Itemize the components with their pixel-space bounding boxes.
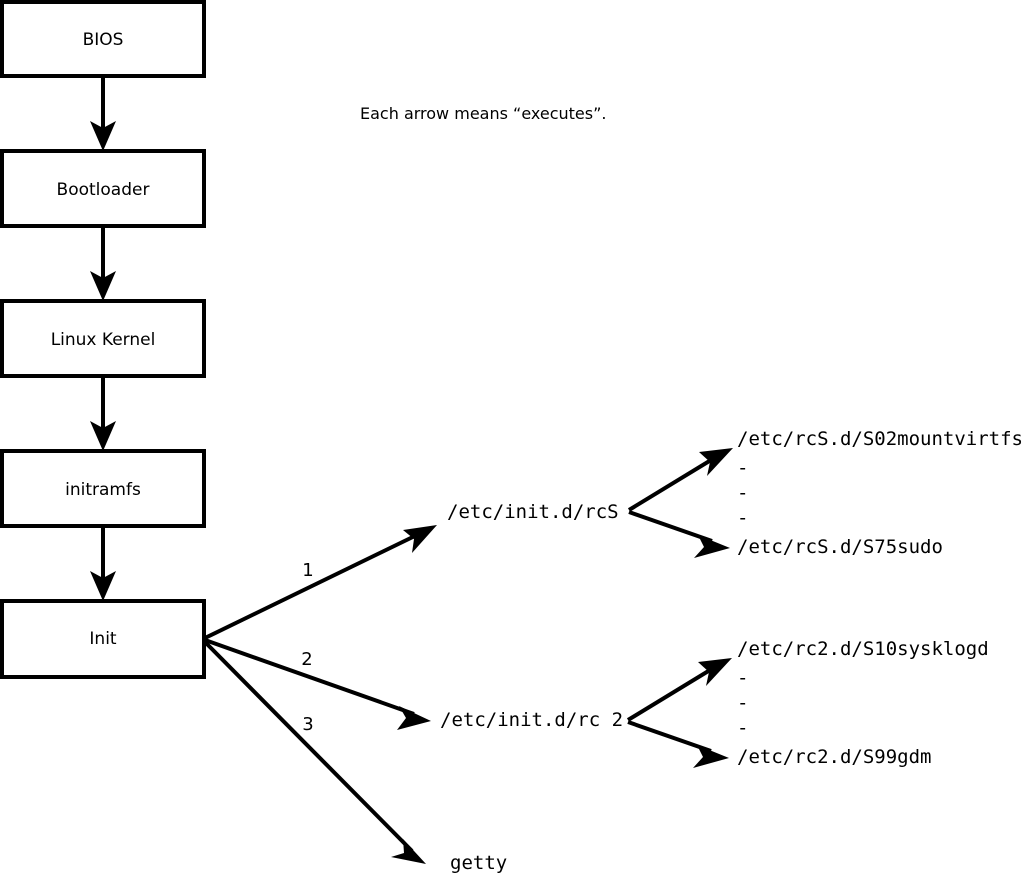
box-init-label: Init — [89, 629, 117, 649]
edge-init-to-rcs — [204, 525, 437, 640]
edge-rc2-to-last-script — [627, 720, 729, 768]
edge-kernel-to-initramfs — [90, 376, 116, 451]
rcs-ellipsis-dash-3: - — [737, 507, 748, 529]
branch-number-1: 1 — [302, 560, 313, 581]
box-initramfs: initramfs — [0, 449, 206, 528]
branch-number-3: 3 — [302, 714, 313, 735]
box-bootloader: Bootloader — [0, 149, 206, 228]
rc2-ellipsis-dash-3: - — [737, 717, 748, 739]
rcs-script-first: /etc/rcS.d/S02mountvirtfs — [737, 428, 1023, 450]
edge-init-to-rc2 — [204, 638, 431, 730]
box-bios: BIOS — [0, 0, 206, 78]
init-target-rcs-label: /etc/init.d/rcS — [447, 501, 619, 523]
edge-rcs-to-last-script — [628, 510, 730, 558]
rcs-ellipsis-dash-1: - — [737, 457, 748, 479]
diagram-caption: Each arrow means “executes”. — [360, 104, 606, 123]
edge-initramfs-to-init — [90, 526, 116, 601]
box-bootloader-label: Bootloader — [57, 180, 150, 200]
edge-rc2-to-first-script — [626, 658, 732, 722]
box-init: Init — [0, 599, 206, 679]
rc2-script-last: /etc/rc2.d/S99gdm — [737, 746, 931, 768]
rcs-ellipsis-dash-2: - — [737, 482, 748, 504]
box-linux-kernel-label: Linux Kernel — [51, 330, 156, 350]
init-target-getty-label: getty — [450, 852, 507, 874]
rcs-script-last: /etc/rcS.d/S75sudo — [737, 536, 943, 558]
branch-number-2: 2 — [301, 649, 312, 670]
rc2-ellipsis-dash-1: - — [737, 667, 748, 689]
edge-bios-to-bootloader — [90, 76, 116, 151]
edge-init-to-getty — [203, 640, 426, 864]
box-linux-kernel: Linux Kernel — [0, 299, 206, 378]
box-bios-label: BIOS — [83, 30, 124, 50]
rc2-ellipsis-dash-2: - — [737, 692, 748, 714]
rc2-script-first: /etc/rc2.d/S10sysklogd — [737, 638, 989, 660]
edge-bootloader-to-kernel — [90, 226, 116, 301]
init-target-rc2-label: /etc/init.d/rc 2 — [440, 709, 623, 731]
box-initramfs-label: initramfs — [65, 480, 141, 500]
edge-rcs-to-first-script — [627, 448, 733, 512]
